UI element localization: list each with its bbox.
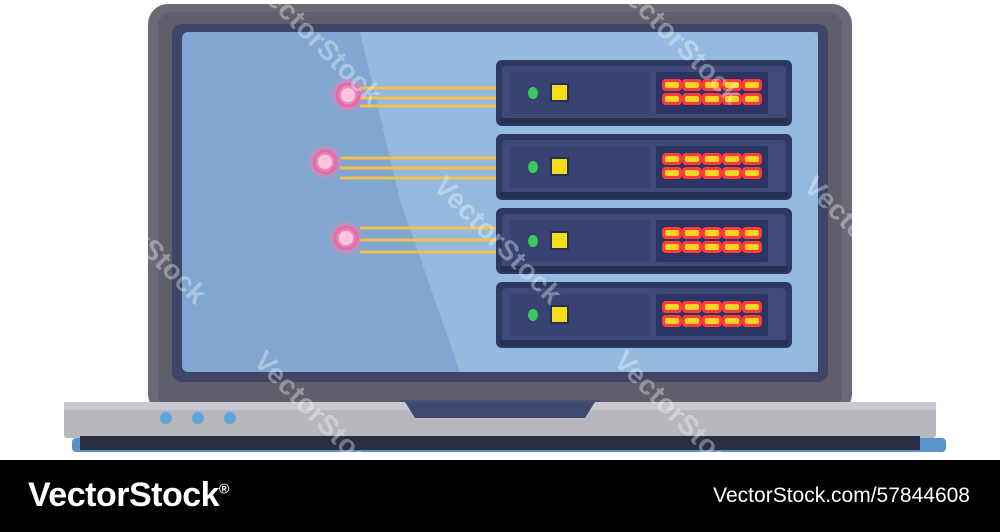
base-led xyxy=(160,412,172,424)
status-led-green xyxy=(528,161,538,173)
server-display xyxy=(656,220,768,262)
base-led xyxy=(192,412,204,424)
status-led-green xyxy=(528,309,538,321)
network-node xyxy=(328,75,368,115)
status-led-yellow xyxy=(550,83,569,102)
network-node xyxy=(305,142,345,182)
laptop-server-illustration xyxy=(64,4,946,452)
image-id-text: VectorStock.com/57844608 xyxy=(713,484,970,507)
status-led-green xyxy=(528,87,538,99)
status-led-yellow xyxy=(550,157,569,176)
cables xyxy=(340,86,496,254)
status-led-yellow xyxy=(550,305,569,324)
server-display xyxy=(656,72,768,114)
footer-bar xyxy=(0,460,1000,532)
server-unit xyxy=(496,60,792,126)
server-display xyxy=(656,294,768,336)
server-unit xyxy=(496,134,792,200)
network-node xyxy=(326,218,366,258)
laptop-base xyxy=(64,402,936,438)
status-led-yellow xyxy=(550,231,569,250)
status-led-green xyxy=(528,235,538,247)
brand-logo: VectorStock® xyxy=(28,476,229,514)
server-display xyxy=(656,146,768,188)
server-unit xyxy=(496,282,792,348)
server-unit xyxy=(496,208,792,274)
base-led xyxy=(224,412,236,424)
